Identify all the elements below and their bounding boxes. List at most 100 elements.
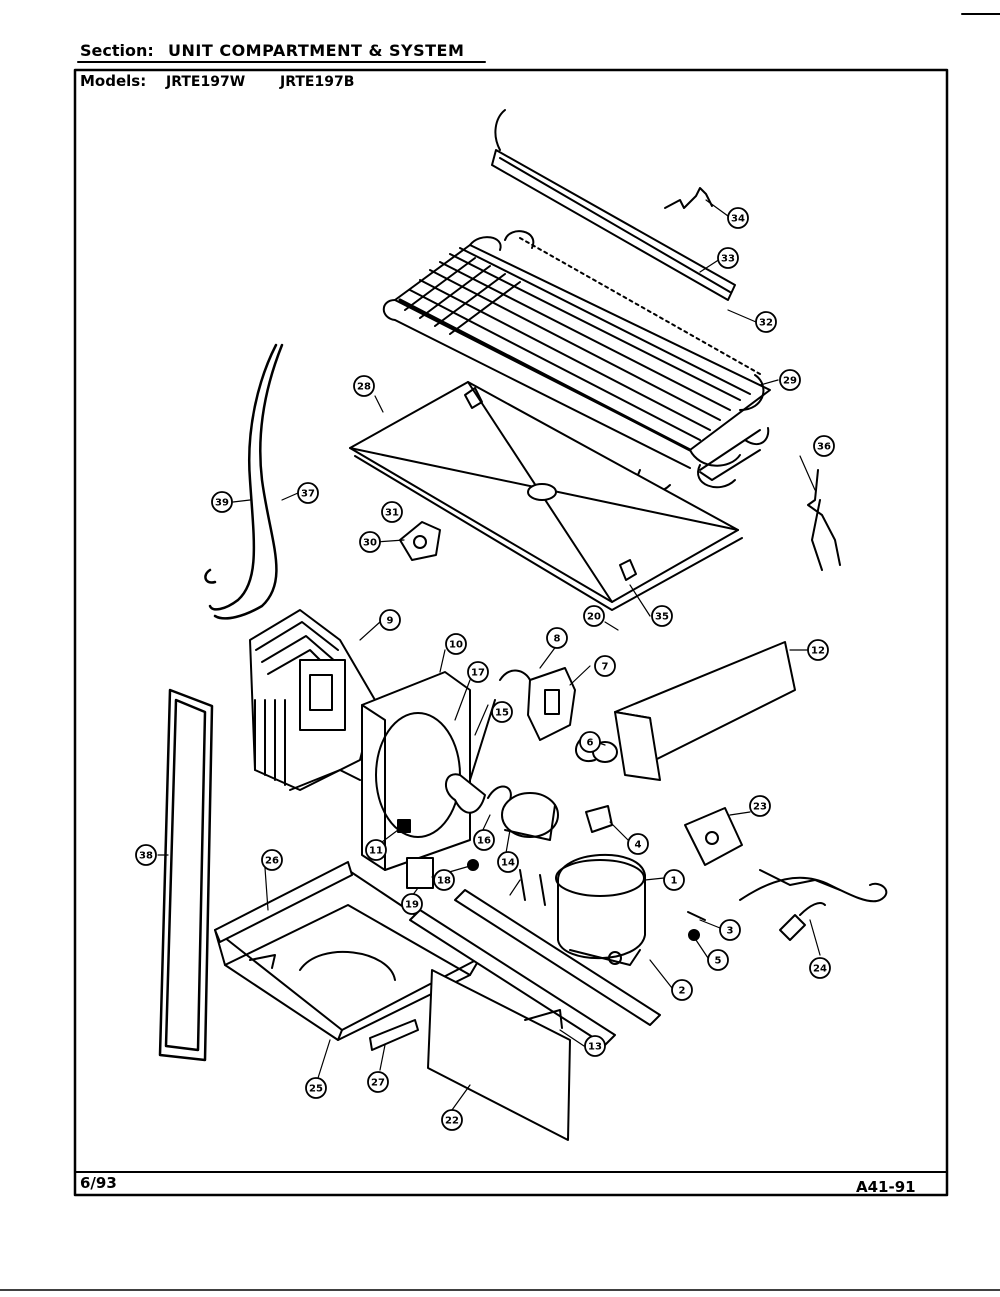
fan-blade bbox=[445, 699, 512, 814]
footer-page-code: A41-91 bbox=[856, 1178, 916, 1196]
callout-label: 32 bbox=[759, 318, 773, 329]
callout-11: 11 bbox=[365, 839, 387, 861]
callout-3: 3 bbox=[719, 919, 741, 941]
callout-label: 20 bbox=[587, 612, 601, 623]
compressor bbox=[555, 854, 646, 966]
callout-29: 29 bbox=[779, 369, 801, 391]
callout-30: 30 bbox=[359, 531, 381, 553]
callout-12: 12 bbox=[807, 639, 829, 661]
evaporator-plate bbox=[349, 381, 743, 611]
callout-34: 34 bbox=[727, 207, 749, 229]
callout-label: 3 bbox=[727, 926, 734, 937]
callout-26: 26 bbox=[261, 849, 283, 871]
callout-33: 33 bbox=[717, 247, 739, 269]
side-gasket bbox=[158, 688, 214, 1062]
callout-28: 28 bbox=[353, 375, 375, 397]
callout-18: 18 bbox=[433, 869, 455, 891]
callout-label: 23 bbox=[753, 802, 767, 813]
callout-9: 9 bbox=[379, 609, 401, 631]
relay bbox=[499, 667, 576, 741]
callout-23: 23 bbox=[749, 795, 771, 817]
drain-valve bbox=[399, 521, 441, 561]
callout-22: 22 bbox=[441, 1109, 463, 1131]
wire-shield bbox=[614, 641, 796, 781]
callout-31: 31 bbox=[381, 501, 403, 523]
section-label: Section: bbox=[80, 41, 154, 60]
callout-label: 39 bbox=[215, 498, 229, 509]
callout-label: 25 bbox=[309, 1084, 323, 1095]
retainer-clip bbox=[664, 187, 713, 209]
callout-label: 31 bbox=[385, 508, 399, 519]
callout-2: 2 bbox=[671, 979, 693, 1001]
header: Section: UNIT COMPARTMENT & SYSTEM Model… bbox=[77, 41, 486, 90]
callout-38: 38 bbox=[135, 844, 157, 866]
callout-16: 16 bbox=[473, 829, 495, 851]
callout-label: 29 bbox=[783, 376, 797, 387]
callout-label: 11 bbox=[369, 846, 383, 857]
callout-label: 5 bbox=[715, 956, 722, 967]
callout-4: 4 bbox=[627, 833, 649, 855]
cord-clip bbox=[807, 469, 841, 571]
callout-39: 39 bbox=[211, 491, 233, 513]
callout-label: 22 bbox=[445, 1116, 459, 1127]
condenser-coil bbox=[382, 230, 771, 494]
callout-label: 7 bbox=[602, 662, 609, 673]
callout-14: 14 bbox=[497, 851, 519, 873]
callout-15: 15 bbox=[491, 701, 513, 723]
callout-5: 5 bbox=[707, 949, 729, 971]
rear-bracket bbox=[369, 1019, 419, 1051]
callout-7: 7 bbox=[594, 655, 616, 677]
callout-label: 12 bbox=[811, 646, 825, 657]
callout-label: 16 bbox=[477, 836, 491, 847]
callout-label: 26 bbox=[265, 856, 279, 867]
power-cord bbox=[739, 869, 888, 941]
callout-label: 19 bbox=[405, 900, 419, 911]
callout-label: 30 bbox=[363, 538, 377, 549]
callout-label: 33 bbox=[721, 254, 735, 265]
callout-label: 10 bbox=[449, 640, 463, 651]
callout-37: 37 bbox=[297, 482, 319, 504]
callouts: 34 33 32 29 28 36 37 31 30 39 20 35 9 10… bbox=[135, 207, 835, 1131]
callout-35: 35 bbox=[651, 605, 673, 627]
access-panel bbox=[427, 969, 571, 1141]
callout-label: 15 bbox=[495, 708, 509, 719]
callout-8: 8 bbox=[546, 627, 568, 649]
callout-label: 8 bbox=[554, 634, 561, 645]
callout-32: 32 bbox=[755, 311, 777, 333]
suction-tubes bbox=[204, 343, 284, 620]
callout-label: 28 bbox=[357, 382, 371, 393]
defrost-timer bbox=[684, 807, 743, 866]
callout-24: 24 bbox=[809, 957, 831, 979]
callout-label: 1 bbox=[671, 876, 678, 887]
callout-label: 35 bbox=[655, 612, 669, 623]
footer-date: 6/93 bbox=[80, 1174, 117, 1192]
callout-label: 27 bbox=[371, 1078, 385, 1089]
mounting-rail bbox=[214, 861, 353, 943]
callout-6: 6 bbox=[579, 731, 601, 753]
callout-36: 36 bbox=[813, 435, 835, 457]
callout-27: 27 bbox=[367, 1071, 389, 1093]
fan-shroud bbox=[361, 671, 471, 871]
callout-label: 4 bbox=[635, 840, 642, 851]
callout-17: 17 bbox=[467, 661, 489, 683]
model-number-1: JRTE197W bbox=[165, 74, 245, 90]
callout-25: 25 bbox=[305, 1077, 327, 1099]
grommets bbox=[687, 911, 706, 941]
callout-10: 10 bbox=[445, 633, 467, 655]
callout-label: 37 bbox=[301, 489, 315, 500]
callout-label: 9 bbox=[387, 616, 394, 627]
callout-label: 17 bbox=[471, 668, 485, 679]
callout-label: 6 bbox=[587, 738, 594, 749]
drain-pan-parts bbox=[397, 819, 479, 889]
callout-label: 2 bbox=[679, 986, 686, 997]
callout-20: 20 bbox=[583, 605, 605, 627]
drain-tube-bracket bbox=[491, 109, 736, 301]
condenser-unit bbox=[249, 609, 376, 791]
fan-motor bbox=[501, 792, 559, 906]
callout-1: 1 bbox=[663, 869, 685, 891]
callout-label: 18 bbox=[437, 876, 451, 887]
overload-protector bbox=[585, 805, 613, 833]
callout-label: 24 bbox=[813, 964, 827, 975]
models-label: Models: bbox=[80, 72, 146, 90]
